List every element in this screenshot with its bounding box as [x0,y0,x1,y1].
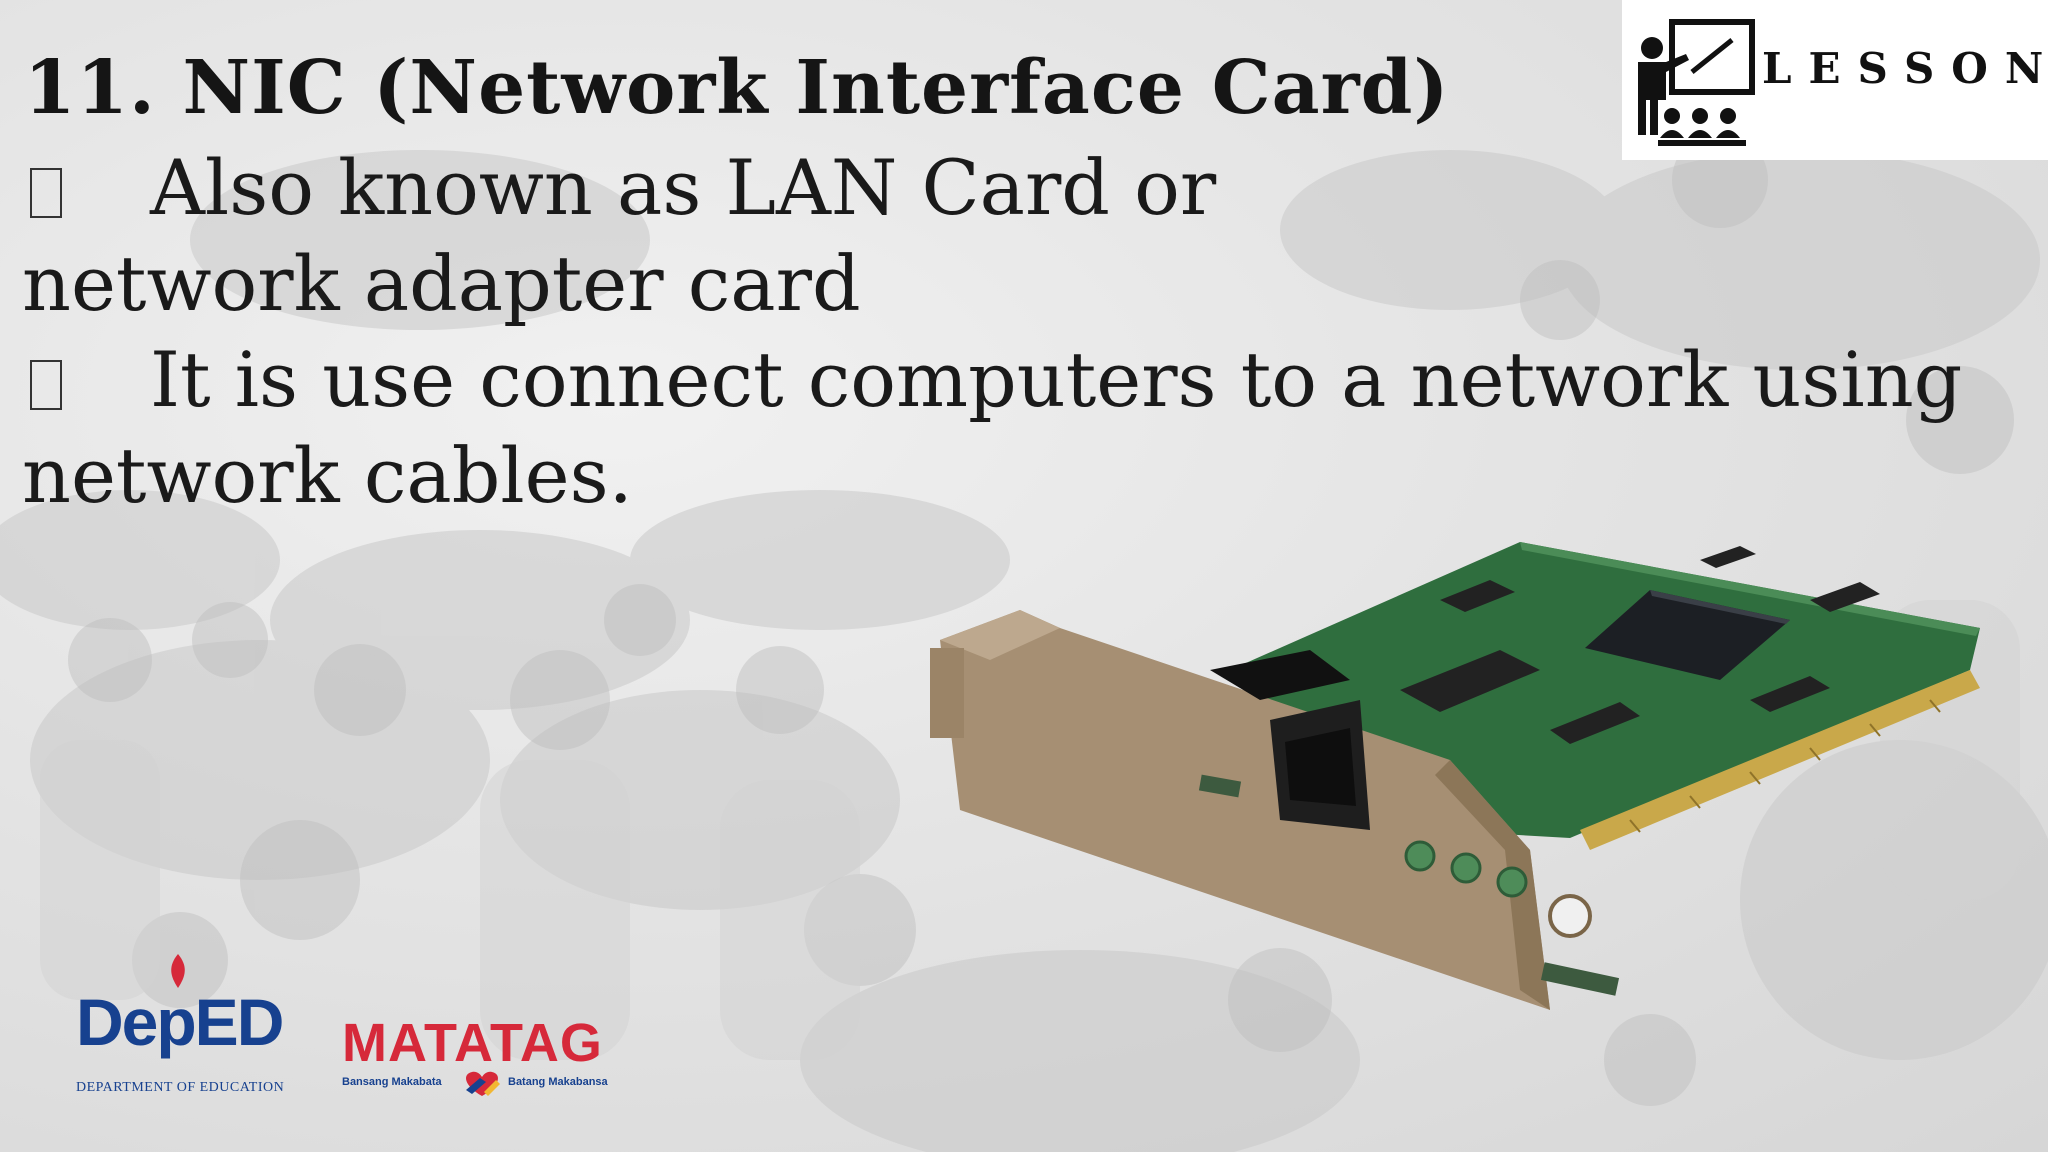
missing-glyph-box-icon [30,168,62,218]
matatag-wordmark: MATATAG [342,1013,603,1073]
hands-heart-icon [466,1071,500,1096]
bullet-item: It is use connect computers to a network… [22,332,2012,428]
matatag-tagline-right: Batang Makabansa [508,1076,608,1088]
lesson-badge: LESSON [1622,0,2048,160]
bullet-continuation: network adapter card [22,239,861,328]
teacher-presentation-icon [1638,19,1755,146]
matatag-logo: MATATAG Bansang Makabata Batang Makabans… [342,1012,632,1102]
deped-wordmark: DepED [76,985,284,1059]
bullet-list: Also known as LAN Card or network adapte… [22,140,2012,524]
missing-glyph-box-icon [30,360,62,410]
torch-flame-icon [171,954,185,988]
deped-subtitle: DEPARTMENT OF EDUCATION [76,1080,285,1095]
lesson-label: LESSON [1762,44,2048,93]
matatag-tagline-left: Bansang Makabata [342,1076,442,1088]
bullet-text: Also known as LAN Card or [150,143,1217,232]
bullet-text: It is use connect computers to a network… [150,335,1963,424]
slide-title: 11. NIC (Network Interface Card) [24,45,1450,131]
deped-logo: DepED DEPARTMENT OF EDUCATION [70,954,310,1100]
bullet-continuation: network cables. [22,431,633,520]
bullet-item: Also known as LAN Card or [22,140,2012,236]
network-interface-card-image [930,542,1980,1010]
